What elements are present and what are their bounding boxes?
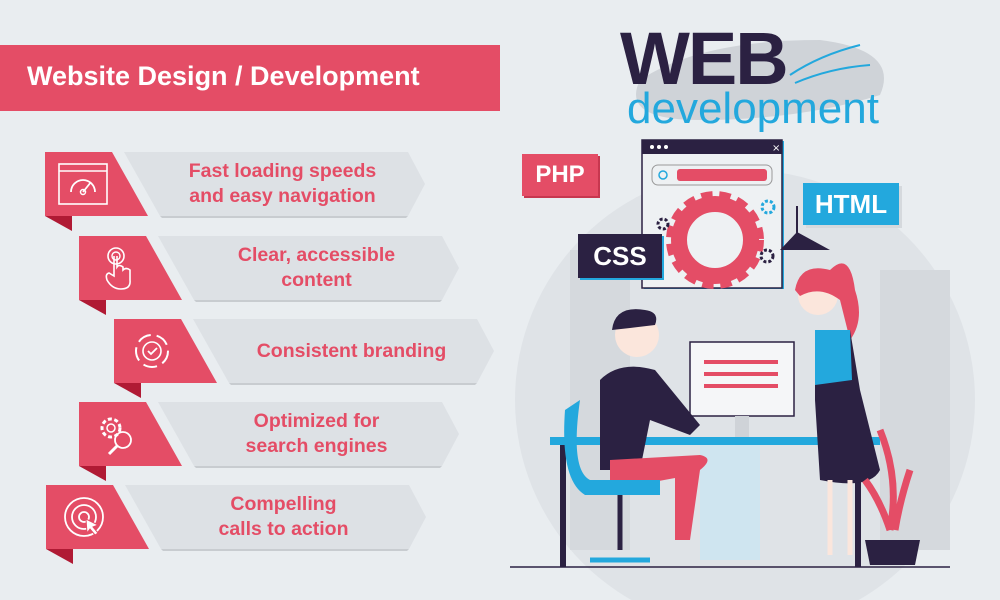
feature-line-1: Compelling xyxy=(230,493,337,515)
feature-item: Fast loading speeds and easy navigation xyxy=(45,152,445,232)
feature-item: Consistent branding xyxy=(114,319,514,399)
feature-banner-shadow xyxy=(194,300,442,302)
feature-banner-shadow xyxy=(160,216,408,218)
target-cursor-icon xyxy=(64,497,104,537)
feature-line-2: and easy navigation xyxy=(189,185,376,207)
feature-banner xyxy=(158,402,459,466)
tab-fold xyxy=(79,300,106,315)
feature-line-2: content xyxy=(281,269,352,291)
feature-item: Optimized for search engines xyxy=(79,402,479,482)
icon-tab xyxy=(45,152,148,216)
feature-line-2: calls to action xyxy=(218,518,349,540)
cycle-check-icon xyxy=(135,334,169,368)
plant xyxy=(862,428,914,532)
browser-window: × xyxy=(641,139,784,289)
logo-development: development xyxy=(627,84,879,133)
logo-web: WEB xyxy=(620,17,789,100)
monitor xyxy=(689,341,795,417)
html-tag: HTML xyxy=(803,183,899,225)
man-body xyxy=(600,366,700,470)
swoosh-icon xyxy=(789,44,861,76)
tab-fold xyxy=(114,383,141,398)
office-chair xyxy=(564,400,660,495)
desk xyxy=(550,437,880,445)
icon-tab xyxy=(79,402,182,466)
icon-tab xyxy=(46,485,149,549)
feature-banner xyxy=(124,152,425,216)
feature-banner-shadow xyxy=(229,383,477,385)
title-banner: Website Design / Development xyxy=(0,45,500,111)
gear-search-icon xyxy=(100,417,132,456)
search-icon xyxy=(658,170,668,180)
feature-item: Clear, accessible content xyxy=(79,236,479,316)
feature-line-1: Consistent branding xyxy=(256,339,447,362)
feature-text: Clear, accessible content xyxy=(189,236,444,300)
feature-banner xyxy=(158,236,459,300)
close-icon: × xyxy=(772,143,780,154)
tap-hand-icon xyxy=(105,247,131,290)
gear-icon xyxy=(666,191,764,289)
feature-banner xyxy=(125,485,426,549)
feature-text: Consistent branding xyxy=(224,319,479,383)
feature-line-1: Clear, accessible xyxy=(237,244,396,266)
speedometer-browser-icon xyxy=(58,163,108,205)
feature-item: Compelling calls to action xyxy=(46,485,446,565)
feature-line-2: search engines xyxy=(245,435,388,457)
css-tag: CSS xyxy=(578,234,662,278)
feature-banner-shadow xyxy=(194,466,442,468)
page-title: Website Design / Development xyxy=(27,61,420,91)
feature-line-1: Fast loading speeds xyxy=(188,160,377,182)
feature-text: Optimized for search engines xyxy=(189,402,444,466)
feature-text: Fast loading speeds and easy navigation xyxy=(155,152,410,216)
icon-tab xyxy=(79,236,182,300)
tab-fold xyxy=(79,466,106,481)
logo-backdrop-blob xyxy=(636,40,884,120)
feature-line-1: Optimized for xyxy=(253,410,380,432)
feature-banner xyxy=(193,319,494,383)
small-gear-icon xyxy=(760,199,776,215)
feature-text: Compelling calls to action xyxy=(156,485,411,549)
tab-fold xyxy=(45,216,72,231)
php-tag: PHP xyxy=(522,154,598,196)
lamp xyxy=(780,232,830,250)
tab-fold xyxy=(46,549,73,564)
feature-banner-shadow xyxy=(161,549,409,551)
icon-tab xyxy=(114,319,217,383)
